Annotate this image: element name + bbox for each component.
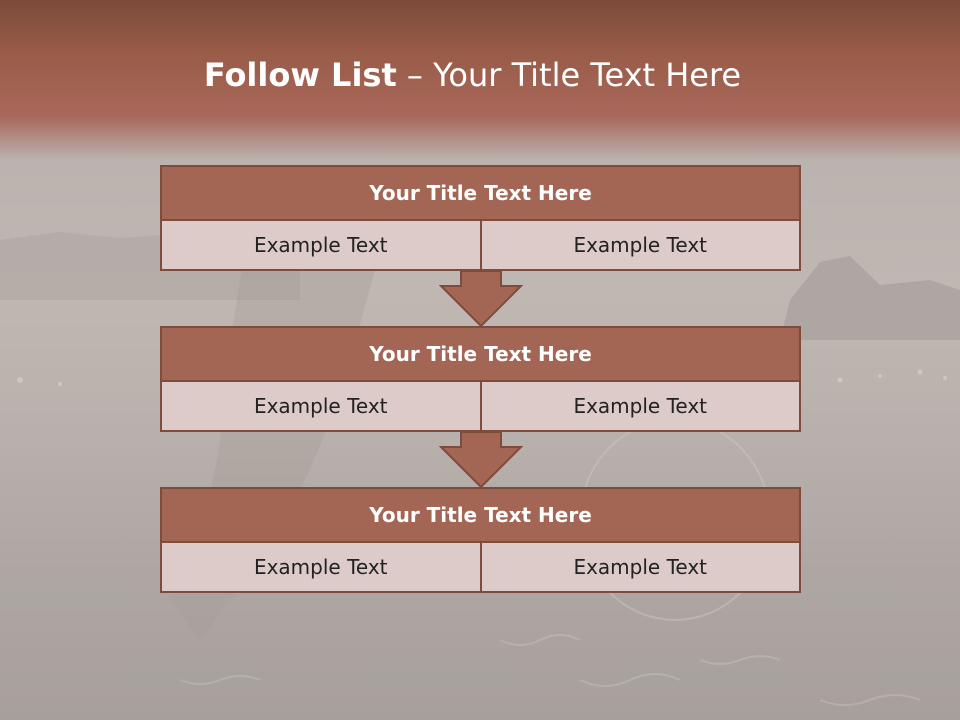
block-row: Example Text Example Text	[160, 543, 801, 593]
flow-block-1: Your Title Text Here Example Text Exampl…	[160, 165, 801, 271]
slide-title-separator: –	[396, 56, 434, 94]
slide-title-bold: Follow List	[203, 56, 397, 94]
block-cell-right: Example Text	[479, 543, 801, 593]
down-arrow-icon	[439, 431, 523, 489]
down-arrow-icon	[439, 270, 523, 328]
block-title: Your Title Text Here	[160, 326, 801, 382]
flow-block-3: Your Title Text Here Example Text Exampl…	[160, 487, 801, 593]
block-cell-left: Example Text	[160, 382, 482, 432]
block-cell-left: Example Text	[160, 221, 482, 271]
flow-block-2: Your Title Text Here Example Text Exampl…	[160, 326, 801, 432]
slide-title-text: Your Title Text Here	[433, 56, 742, 94]
block-row: Example Text Example Text	[160, 382, 801, 432]
slide-title: Follow List – Your Title Text Here	[0, 56, 945, 94]
block-row: Example Text Example Text	[160, 221, 801, 271]
block-title: Your Title Text Here	[160, 487, 801, 543]
block-cell-right: Example Text	[479, 382, 801, 432]
block-cell-right: Example Text	[479, 221, 801, 271]
block-cell-left: Example Text	[160, 543, 482, 593]
header-band	[0, 0, 960, 160]
block-title: Your Title Text Here	[160, 165, 801, 221]
